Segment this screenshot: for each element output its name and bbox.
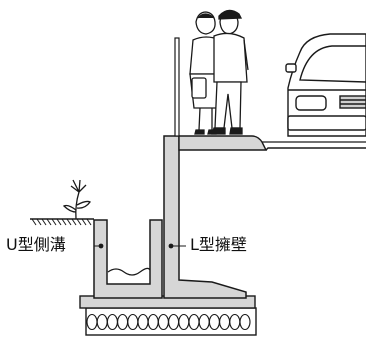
ground-hatch [41,218,47,226]
ground-hatch [51,218,57,226]
ground-hatch [86,218,92,226]
gravel-stone [208,313,220,331]
man-figure [211,9,249,135]
u-gutter-label: U型側溝 [6,235,66,254]
gravel-foundation [85,307,257,336]
ground-hatch [56,218,62,226]
ground-hatch [81,218,87,226]
sidewalk [178,135,366,151]
plant-icon [62,179,91,220]
gravel-stone [157,313,169,331]
gravel-stone [127,313,139,331]
l-retaining-wall [163,135,247,299]
gravel-stone [198,313,210,331]
ground-hatch [71,218,77,226]
gravel-stone [96,313,108,331]
gravel-stone [117,313,129,331]
ground-hatch [31,218,37,226]
pedestrians [189,9,249,135]
gravel-stone [147,313,159,331]
u-gutter [93,219,163,299]
l-wall-label: L型擁壁 [190,235,247,254]
gravel-stone [86,313,98,331]
ground-line [30,218,94,226]
gutter-water [107,267,151,276]
gravel-stone [188,313,200,331]
car [285,33,366,137]
gravel-stone [168,313,180,331]
gravel-stone [229,313,241,331]
gravel-stone [239,313,251,331]
ground-hatch [66,218,72,226]
gravel-stone [106,313,118,331]
gravel-stone [219,313,231,331]
gravel-stone [178,313,190,331]
fence-post [174,37,180,137]
ground-hatch [36,218,42,226]
ground-hatch [76,218,82,226]
ground-hatch [46,218,52,226]
gravel-stone [137,313,149,331]
ground-hatch [61,218,67,226]
